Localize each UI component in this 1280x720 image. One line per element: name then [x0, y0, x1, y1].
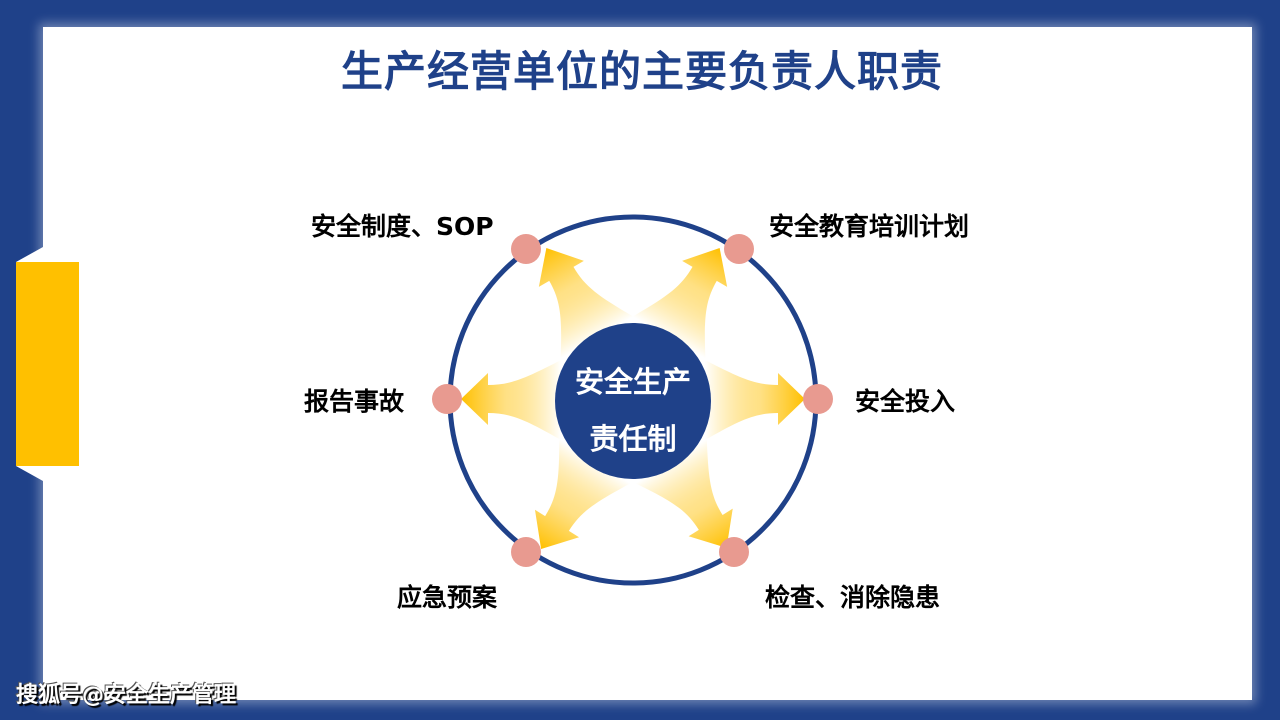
node-label-bottom-left: 应急预案 [397, 583, 498, 612]
page-title: 生产经营单位的主要负责人职责 [340, 47, 943, 96]
node-dot-top-left [511, 234, 541, 264]
arrow-bottom-right [635, 438, 733, 548]
center-disc [555, 323, 711, 479]
node-label-bottom-right: 检查、消除隐患 [765, 583, 941, 612]
node-dot-right [803, 384, 833, 414]
arrow-left [461, 360, 561, 440]
arrow-bottom-left [534, 438, 631, 549]
center-label-line1: 安全生产 [574, 365, 691, 399]
accent-bar [16, 262, 79, 466]
node-label-top-right: 安全教育培训计划 [769, 212, 970, 241]
node-dot-bottom-right [719, 537, 749, 567]
node-label-left: 报告事故 [304, 387, 405, 416]
node-dot-top-right [724, 234, 754, 264]
node-dot-left [432, 384, 462, 414]
watermark: 搜狐号@安全生产管理 [16, 683, 237, 708]
node-label-right: 安全投入 [855, 387, 956, 416]
center-label-line2: 责任制 [589, 422, 677, 456]
arrow-top-left [538, 247, 634, 359]
arrow-right [705, 360, 805, 440]
node-dot-bottom-left [511, 537, 541, 567]
node-label-top-left: 安全制度、SOP [311, 212, 494, 241]
arrow-top-right [632, 247, 728, 359]
